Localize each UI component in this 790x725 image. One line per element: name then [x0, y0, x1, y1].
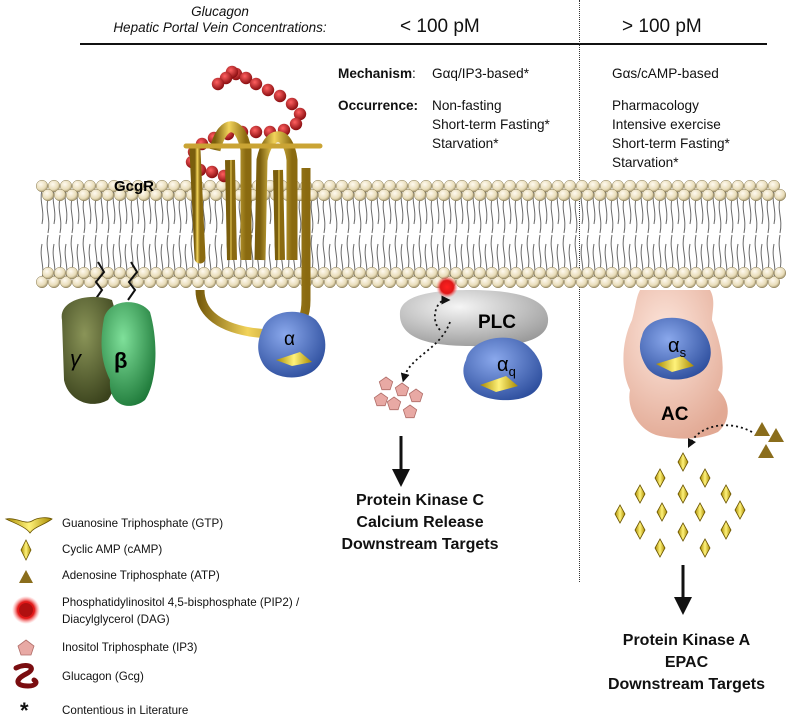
ip3-icon: [17, 639, 35, 656]
alpha-label: α: [284, 329, 295, 350]
outcome-targets: Downstream Targets: [607, 676, 766, 693]
gtp-icon: [4, 517, 53, 534]
low-outcomes: Protein Kinase C Calcium Release Downstr…: [300, 490, 540, 556]
low-concentration-label: < 100 pM: [400, 16, 480, 37]
occurrence-item: Starvation*: [432, 136, 499, 151]
atp-icon: [19, 570, 33, 583]
outcome-targets: Downstream Targets: [341, 536, 499, 553]
outcome-calcium: Calcium Release: [356, 514, 484, 531]
mechanism-label: Mechanism:: [338, 66, 416, 81]
glucagon-icon: [13, 663, 39, 689]
high-concentration-label: > 100 pM: [622, 16, 702, 37]
pip2-icon: [12, 596, 40, 624]
occurrence-item: Starvation*: [612, 155, 679, 170]
g-beta-gamma-subunits: [61, 261, 156, 406]
phospholipase-c: [399, 290, 549, 347]
pip2-molecule: [436, 276, 458, 298]
occurrence-item: Pharmacology: [612, 98, 699, 113]
alpha-s-label: αs: [668, 335, 687, 360]
outcome-pka: Protein Kinase A: [622, 632, 751, 649]
g-alpha-s-subunit: [639, 317, 711, 380]
outcome-epac: EPAC: [664, 654, 709, 671]
outcome-pkc: Protein Kinase C: [355, 492, 485, 509]
asterisk-icon: *: [20, 698, 29, 723]
beta-label: β: [114, 348, 127, 373]
header-portal-vein: Hepatic Portal Vein Concentrations:: [113, 20, 327, 35]
header-glucagon: Glucagon: [191, 4, 249, 19]
gamma-label: γ: [70, 346, 83, 371]
occurrence-item: Non-fasting: [432, 98, 502, 113]
gcgr-label: GcgR: [114, 178, 154, 195]
header-divider: [80, 43, 767, 45]
occurrence-label: Occurrence:: [338, 98, 419, 113]
ip3-release-arrow: [400, 321, 451, 383]
high-outcomes: Protein Kinase A EPAC Downstream Targets: [583, 630, 790, 696]
membrane-tails: [40, 189, 782, 279]
plc-label: PLC: [478, 312, 516, 333]
ip3-molecules: [373, 376, 424, 419]
alpha-q-label: αq: [497, 354, 516, 379]
occurrence-list-high: Pharmacology Intensive exercise Short-te…: [612, 96, 730, 172]
ac-label: AC: [661, 404, 689, 425]
concentration-header: Glucagon Hepatic Portal Vein Concentrati…: [60, 4, 380, 36]
pip2-cleavage-arrow: [433, 295, 451, 331]
mechanism-value-high: Gαs/cAMP-based: [612, 66, 719, 81]
glucagon-receptor: [183, 121, 323, 339]
column-divider: [579, 0, 580, 582]
camp-molecules: [614, 452, 746, 558]
g-alpha-q-subunit: [463, 337, 543, 401]
g-alpha-subunit: [258, 311, 326, 378]
occurrence-item: Short-term Fasting*: [612, 136, 730, 151]
atp-molecules: [754, 422, 784, 458]
mechanism-value-low: Gαq/IP3-based*: [432, 66, 530, 81]
occurrence-item: Intensive exercise: [612, 117, 721, 132]
occurrence-item: Short-term Fasting*: [432, 117, 550, 132]
atp-conversion-arrow: [687, 424, 753, 449]
camp-icon: [20, 539, 32, 561]
occurrence-list-low: Non-fasting Short-term Fasting* Starvati…: [432, 96, 550, 153]
membrane-inner-leaflet: [35, 266, 787, 289]
